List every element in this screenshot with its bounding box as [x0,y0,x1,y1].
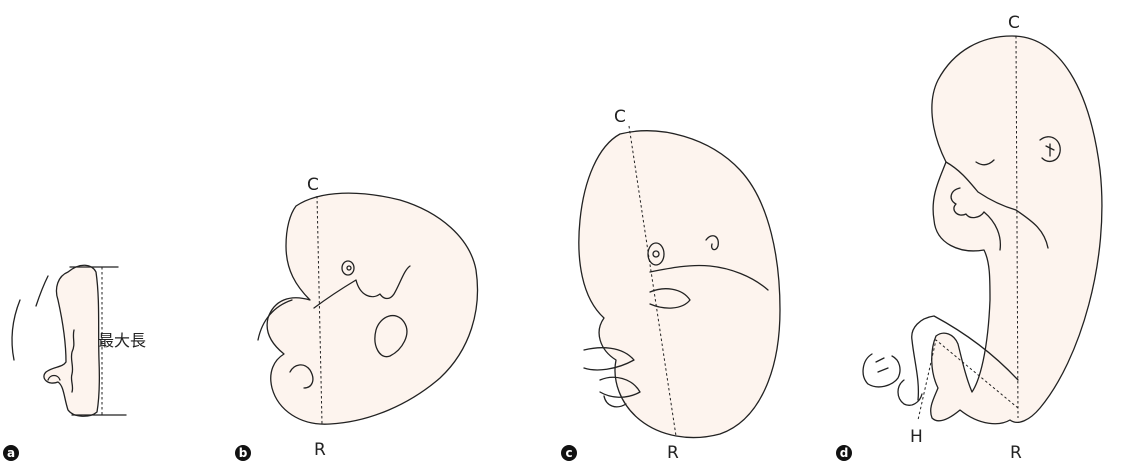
embryo-a-amnion [12,276,48,360]
crown-label-d: C [1008,13,1020,33]
rump-label-d: R [1010,443,1022,463]
crown-label-b: C [307,175,319,195]
rump-label-b: R [314,440,326,460]
fetus-d-foot [863,354,900,387]
greatest-length-label: 最大長 [98,331,146,350]
heel-label-d: H [910,427,923,447]
embryo-a-outline [44,265,99,416]
badge-a-letter: a [7,446,15,460]
embryo-b-outline [267,193,477,424]
rump-label-c: R [667,443,679,463]
badge-b-letter: b [239,446,248,460]
panel-b: C R b [235,175,478,461]
panel-d: C R H d [836,13,1102,463]
panel-c: C R c [561,107,780,463]
panel-a: 最大長 a [3,265,146,461]
fetus-d-outline [931,36,1102,424]
badge-c-letter: c [565,446,572,460]
embryo-c-outline [579,131,780,438]
crown-label-c: C [614,107,626,127]
badge-d-letter: d [840,446,849,460]
